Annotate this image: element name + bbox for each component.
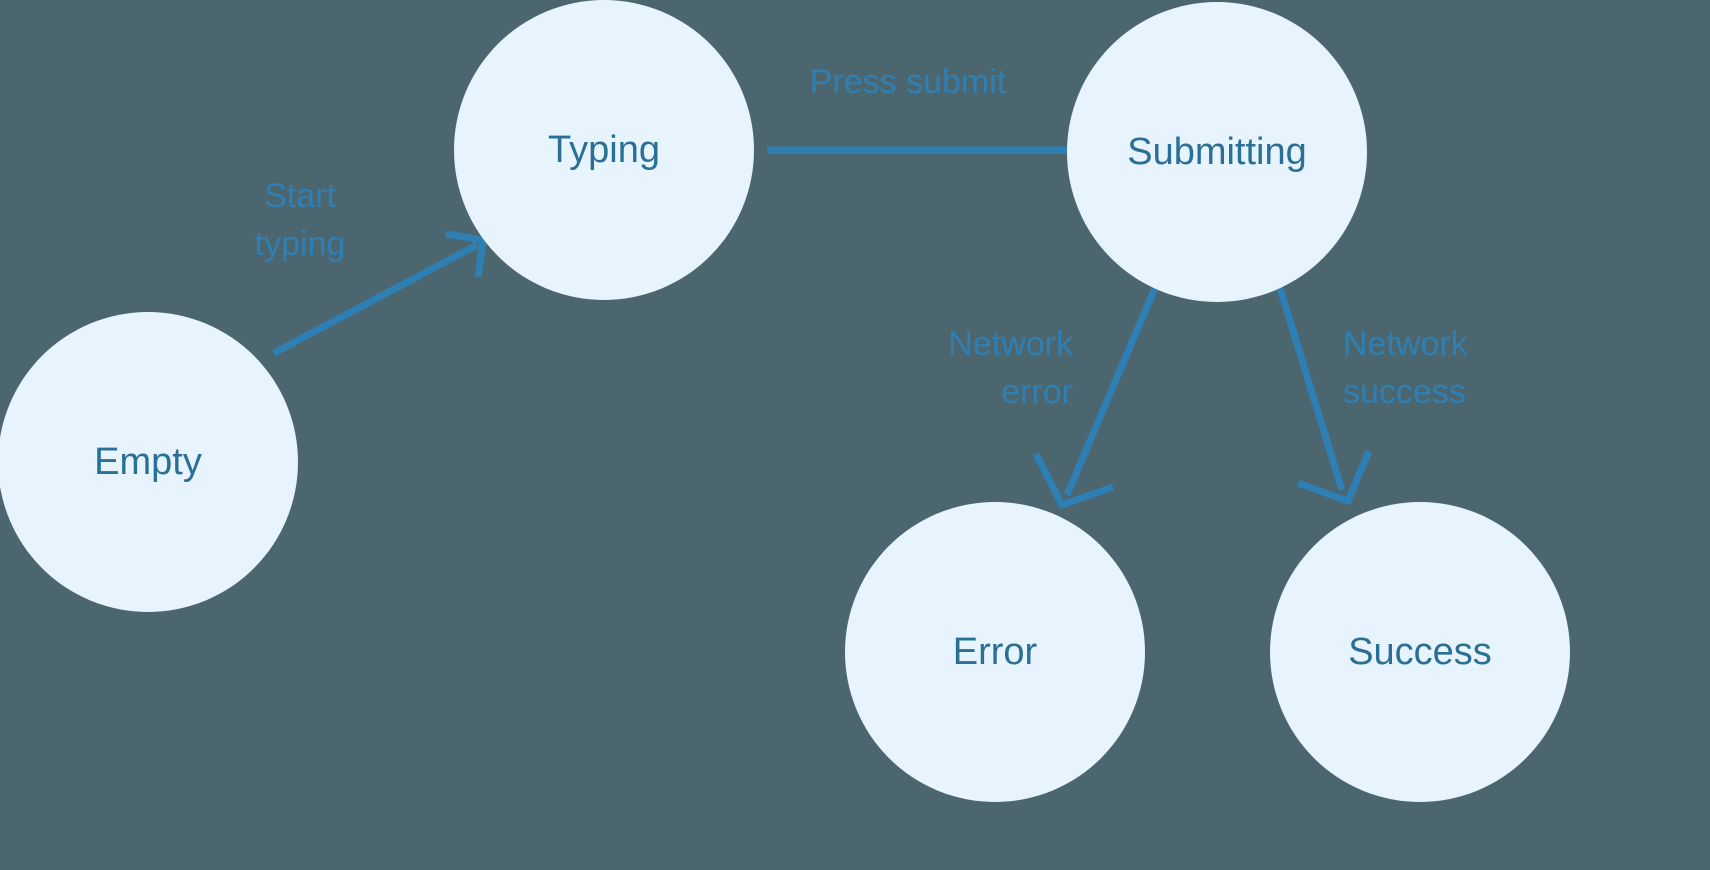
node-error-label: Error — [953, 631, 1038, 673]
node-success-label: Success — [1348, 631, 1492, 673]
edge-submitting-to-error: Network error — [948, 286, 1159, 510]
edge-label-empty-to-typing-line-1: Start — [264, 177, 336, 215]
node-error-circle[interactable] — [845, 502, 1145, 802]
edge-label-submitting-to-error-line-2: error — [1001, 373, 1073, 411]
node-empty[interactable]: Empty — [0, 312, 298, 612]
arrowhead-submitting-to-error — [1032, 452, 1115, 510]
node-submitting[interactable]: Submitting — [1067, 2, 1367, 302]
node-empty-label: Empty — [94, 441, 202, 483]
arrowhead-submitting-to-success — [1296, 449, 1373, 506]
edge-line-empty-to-typing — [272, 241, 479, 357]
edge-label-submitting-to-success-line-2: success — [1343, 373, 1466, 411]
node-error[interactable]: Error — [845, 502, 1145, 802]
node-typing-circle[interactable] — [454, 0, 754, 300]
edge-label-empty-to-typing-line-2: typing — [255, 225, 346, 263]
node-submitting-circle[interactable] — [1067, 2, 1367, 302]
arrowhead-empty-to-typing — [445, 230, 487, 278]
edge-label-submitting-to-success-line-1: Network — [1343, 325, 1469, 363]
edge-empty-to-typing: Start typing — [255, 177, 487, 357]
node-success-circle[interactable] — [1270, 502, 1570, 802]
edge-typing-to-submitting: Press submit — [767, 63, 1151, 187]
node-typing-label: Typing — [548, 129, 660, 171]
edge-submitting-to-success: Network success — [1275, 283, 1469, 506]
edge-line-submitting-to-success — [1275, 283, 1346, 492]
edge-line-submitting-to-error — [1063, 286, 1159, 497]
edge-label-typing-to-submitting-line-1: Press submit — [810, 63, 1007, 101]
node-typing[interactable]: Typing — [454, 0, 754, 300]
node-submitting-label: Submitting — [1127, 131, 1307, 173]
node-empty-circle[interactable] — [0, 312, 298, 612]
node-success[interactable]: Success — [1270, 502, 1570, 802]
edge-label-submitting-to-error-line-1: Network — [948, 325, 1074, 363]
